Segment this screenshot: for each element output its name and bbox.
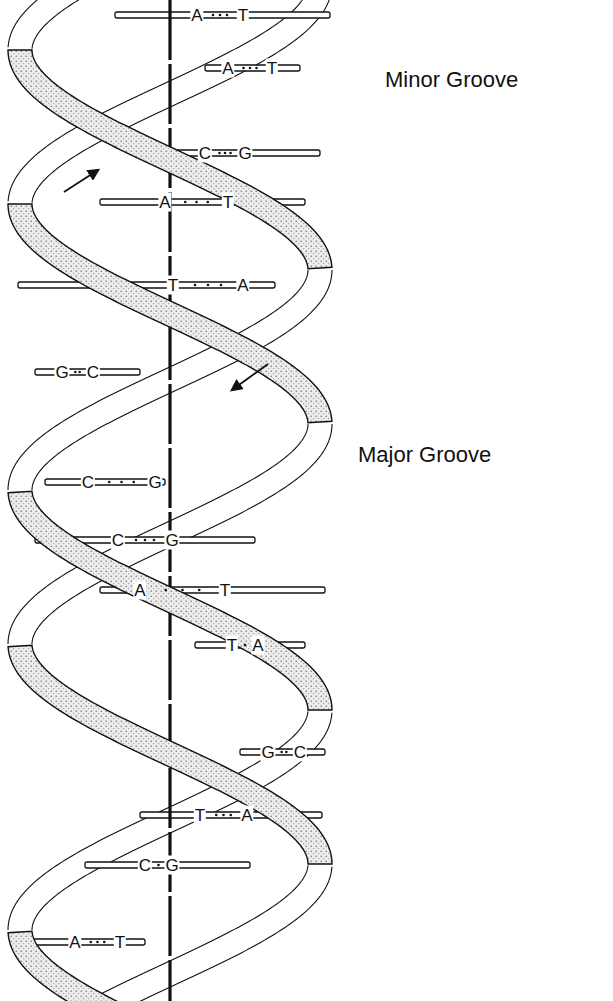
base-letter: G — [164, 531, 179, 550]
strand-direction-arrows — [64, 170, 268, 390]
base-letter: G — [164, 856, 179, 875]
base-letter: T — [167, 276, 179, 295]
base-letter: C — [111, 531, 125, 550]
back-strand-edge — [69, 867, 332, 1001]
base-letter: A — [240, 806, 253, 825]
front-strand-ribbon — [8, 931, 154, 1001]
base-letter: T — [194, 806, 206, 825]
base-letter: T — [222, 193, 234, 212]
base-letter: C — [138, 856, 152, 875]
hydrogen-bond-dot — [132, 481, 135, 484]
hydrogen-bond-dot — [226, 14, 229, 17]
hydrogen-bond-dot — [224, 152, 227, 155]
hydrogen-bond-dot — [212, 14, 215, 17]
hydrogen-bond-dot — [89, 941, 92, 944]
base-letter: C — [198, 144, 212, 163]
base-letter: G — [260, 743, 275, 762]
hydrogen-bond-dot — [280, 751, 283, 754]
base-letter: C — [86, 363, 100, 382]
hydrogen-bonds — [74, 14, 288, 944]
base-letter: T — [266, 59, 278, 78]
hydrogen-bond-dot — [198, 589, 201, 592]
hydrogen-bond-dot — [108, 481, 111, 484]
front-strand-ribbon — [8, 645, 332, 864]
hydrogen-bond-dot — [78, 371, 81, 374]
hydrogen-bond-dot — [219, 14, 222, 17]
front-strand-ribbon — [8, 204, 332, 423]
hydrogen-bond-dot — [244, 644, 247, 647]
base-pair-rod — [25, 939, 145, 945]
base-letter: A — [190, 6, 203, 25]
groove-label: Minor Groove — [385, 68, 518, 92]
front-strand-ribbon — [8, 491, 332, 710]
back-strand-edge — [32, 0, 113, 49]
hydrogen-bond-dot — [220, 284, 223, 287]
direction-arrow — [64, 170, 98, 192]
base-letter: T — [219, 581, 231, 600]
hydrogen-bond-dot — [285, 751, 288, 754]
base-letter: A — [251, 636, 264, 655]
base-letter: T — [237, 6, 249, 25]
base-letter: T — [114, 933, 126, 952]
hydrogen-bond-dot — [206, 201, 209, 204]
hydrogen-bond-dot — [195, 201, 198, 204]
back-strand-edge — [56, 865, 308, 1001]
back-strands — [8, 0, 332, 1001]
hydrogen-bond-dot — [229, 152, 232, 155]
hydrogen-bond-dot — [157, 864, 160, 867]
hydrogen-bond-dot — [153, 539, 156, 542]
hydrogen-bond-dot — [164, 589, 167, 592]
base-letter: C — [293, 743, 307, 762]
hydrogen-bond-dot — [255, 67, 258, 70]
back-strand-edge — [8, 0, 102, 47]
hydrogen-bond-dot — [249, 67, 252, 70]
front-strands — [8, 0, 332, 1001]
base-letter: G — [237, 144, 252, 163]
hydrogen-bond-dot — [181, 589, 184, 592]
hydrogen-bond-dot — [215, 814, 218, 817]
base-pair-rod — [115, 12, 330, 18]
hydrogen-bond-dot — [135, 539, 138, 542]
hydrogen-bond-dot — [207, 284, 210, 287]
base-pair-rod — [240, 749, 325, 755]
hydrogen-bond-dot — [96, 941, 99, 944]
groove-label: Major Groove — [358, 443, 491, 467]
hydrogen-bond-dot — [144, 539, 147, 542]
base-letter: A — [133, 581, 146, 600]
base-letter: T — [226, 636, 238, 655]
hydrogen-bond-dot — [103, 941, 106, 944]
hydrogen-bond-dot — [74, 371, 77, 374]
base-letter: A — [68, 933, 81, 952]
base-letter: G — [54, 363, 69, 382]
front-strand-ribbon — [8, 50, 332, 269]
base-letter: C — [81, 473, 95, 492]
base-letter: A — [221, 59, 234, 78]
base-letter: A — [158, 193, 171, 212]
hydrogen-bond-dot — [120, 481, 123, 484]
hydrogen-bond-dot — [184, 201, 187, 204]
hydrogen-bond-dot — [229, 814, 232, 817]
base-pair-rod — [205, 65, 300, 71]
base-letter: A — [236, 276, 249, 295]
hydrogen-bond-dot — [242, 67, 245, 70]
hydrogen-bond-dot — [194, 284, 197, 287]
base-letter: G — [147, 473, 162, 492]
hydrogen-bond-dot — [222, 814, 225, 817]
hydrogen-bond-dot — [218, 152, 221, 155]
direction-arrow — [232, 364, 268, 390]
